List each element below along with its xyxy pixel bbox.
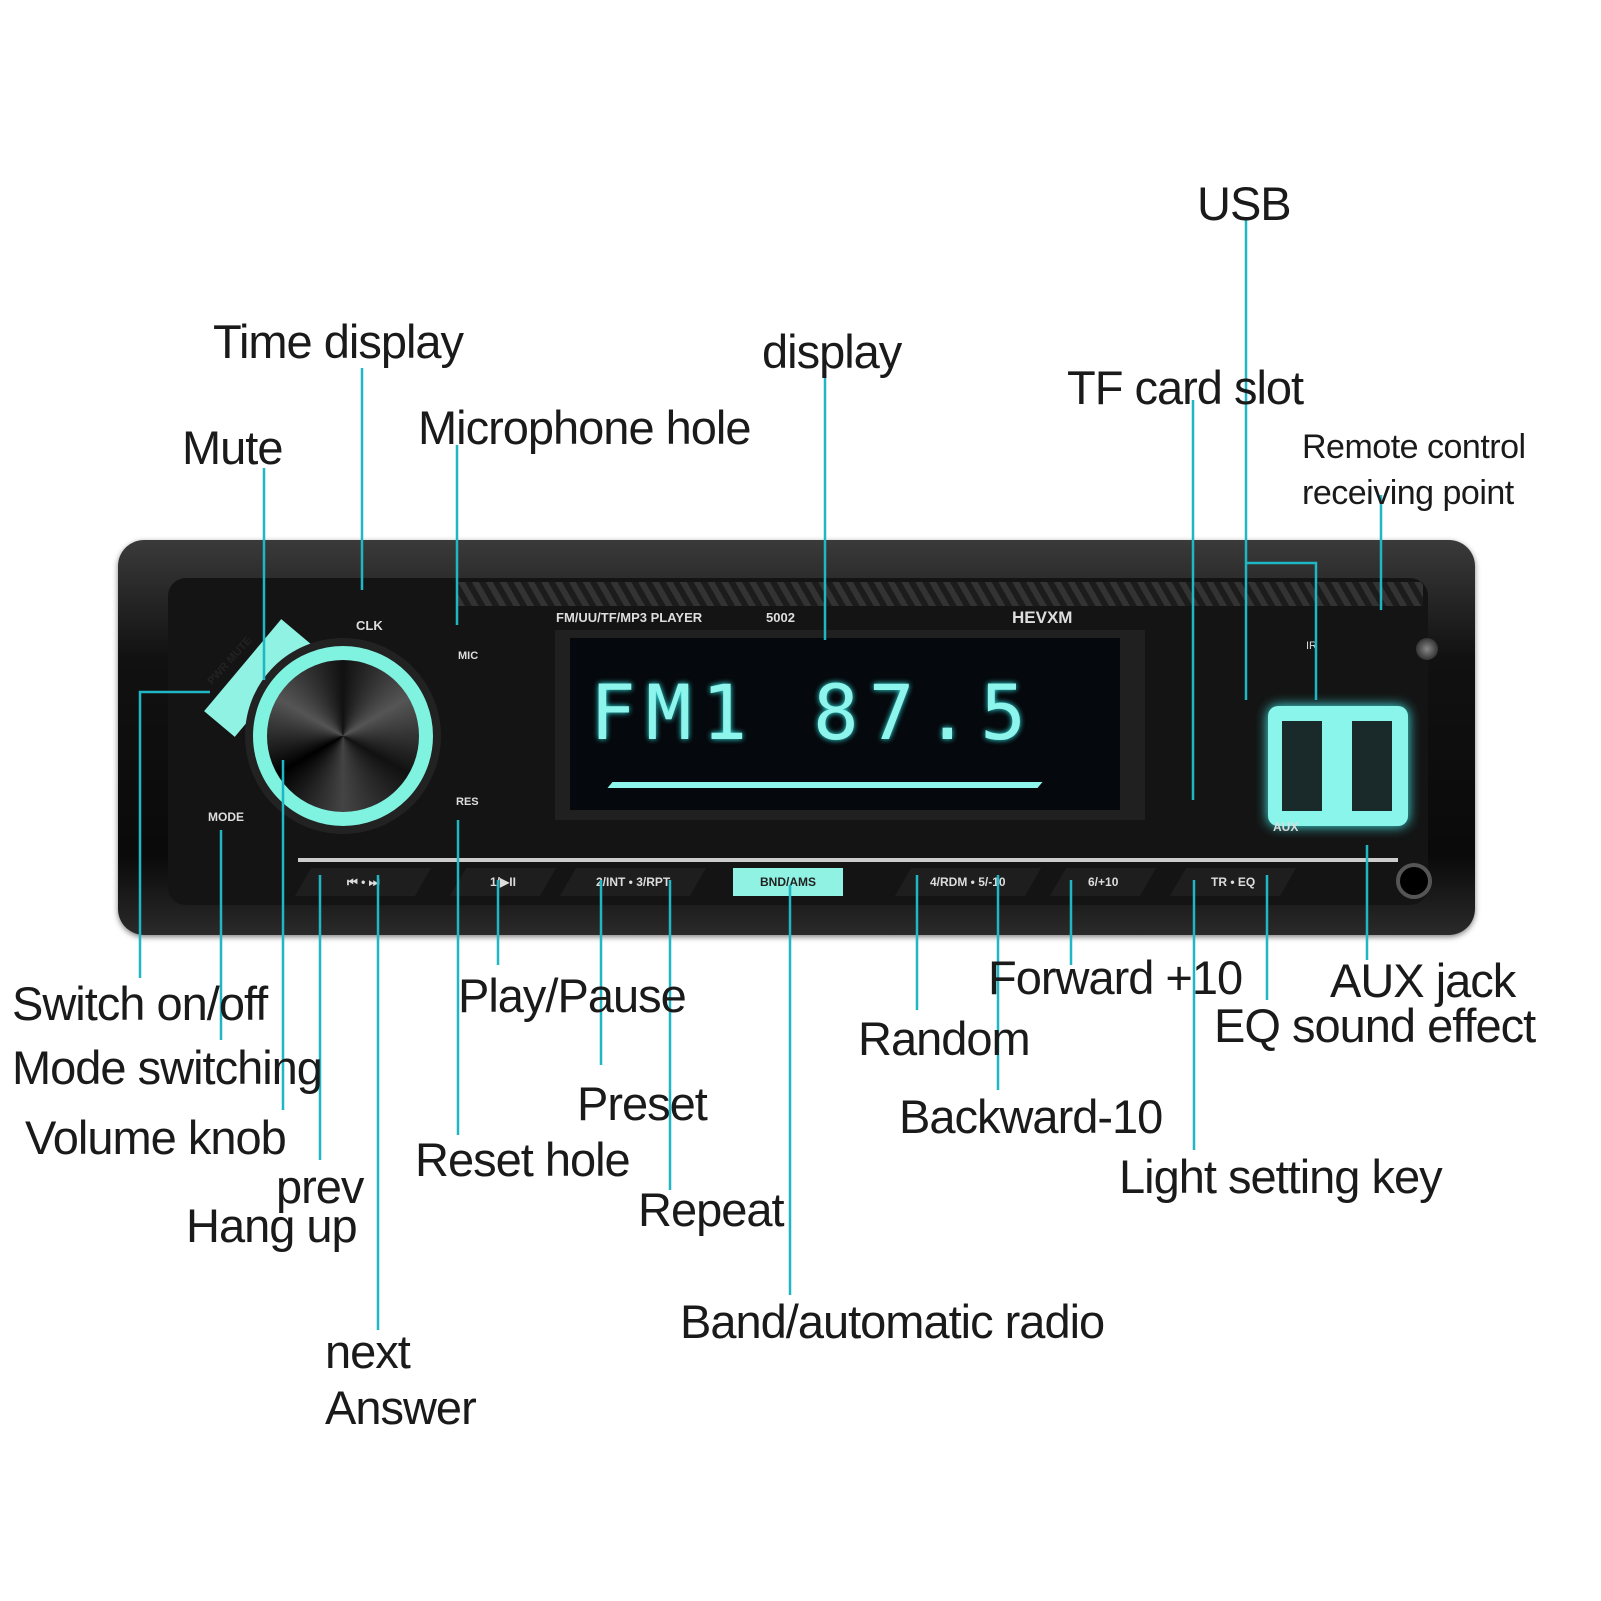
lcd: FM1 87.5 xyxy=(570,638,1120,810)
label-answer: Answer xyxy=(325,1381,477,1434)
brand: HEVXM xyxy=(1012,608,1073,627)
label-forward: Forward +10 xyxy=(988,951,1243,1004)
label-mode: Mode switching xyxy=(12,1041,323,1094)
mic-label: MIC xyxy=(458,650,479,662)
label-play-pause: Play/Pause xyxy=(458,969,687,1022)
label-aux-jack: AUX jack xyxy=(1330,954,1516,1007)
lcd-readout: FM1 87.5 xyxy=(590,668,1037,757)
label-time-display: Time display xyxy=(213,315,464,368)
label-usb: USB xyxy=(1197,177,1292,230)
display: FM1 87.5 xyxy=(555,630,1145,820)
carbon-trim xyxy=(458,582,1423,606)
model-number: 5002 xyxy=(766,610,795,625)
label-backward: Backward-10 xyxy=(899,1090,1163,1143)
mode-label: MODE xyxy=(208,810,244,824)
aux-jack[interactable] xyxy=(1396,863,1432,899)
label-tf-card: TF card slot xyxy=(1067,361,1304,414)
label-next: next xyxy=(325,1325,411,1378)
aux-label: AUX xyxy=(1273,820,1299,834)
label-display: display xyxy=(762,325,902,378)
button-strip xyxy=(298,858,1398,904)
bnd-ams-button[interactable]: BND/AMS xyxy=(733,868,843,896)
res-label: RES xyxy=(456,796,479,808)
label-random: Random xyxy=(858,1012,1031,1065)
leader-usb xyxy=(1244,220,1318,700)
label-hang-up: Hang up xyxy=(186,1199,358,1252)
label-light: Light setting key xyxy=(1119,1150,1443,1203)
car-stereo: CLK MIC RES MODE FM/UU/TF/MP3 PLAYER 500… xyxy=(118,540,1475,935)
clk-label: CLK xyxy=(356,618,383,633)
ir-receiver xyxy=(1416,638,1438,660)
usb-port[interactable] xyxy=(1352,721,1392,811)
label-reset: Reset hole xyxy=(415,1133,631,1186)
label-prev: prev xyxy=(276,1160,364,1213)
faceplate: CLK MIC RES MODE FM/UU/TF/MP3 PLAYER 500… xyxy=(168,578,1438,905)
label-repeat: Repeat xyxy=(638,1183,785,1236)
label-microphone: Microphone hole xyxy=(418,401,751,454)
label-band: Band/automatic radio xyxy=(680,1295,1105,1348)
label-switch: Switch on/off xyxy=(12,977,268,1030)
label-mute: Mute xyxy=(182,421,283,474)
label-remote-1: Remote control xyxy=(1302,428,1526,466)
label-remote-2: receiving point xyxy=(1302,474,1514,512)
leader-switch xyxy=(138,690,210,978)
label-volume: Volume knob xyxy=(25,1111,287,1164)
usb-port[interactable] xyxy=(1282,721,1322,811)
usb-ports[interactable] xyxy=(1268,706,1408,826)
ir-label: IR xyxy=(1306,640,1317,652)
label-eq: EQ sound effect xyxy=(1214,999,1536,1052)
model-line: FM/UU/TF/MP3 PLAYER xyxy=(556,610,703,625)
label-preset: Preset xyxy=(577,1077,708,1130)
